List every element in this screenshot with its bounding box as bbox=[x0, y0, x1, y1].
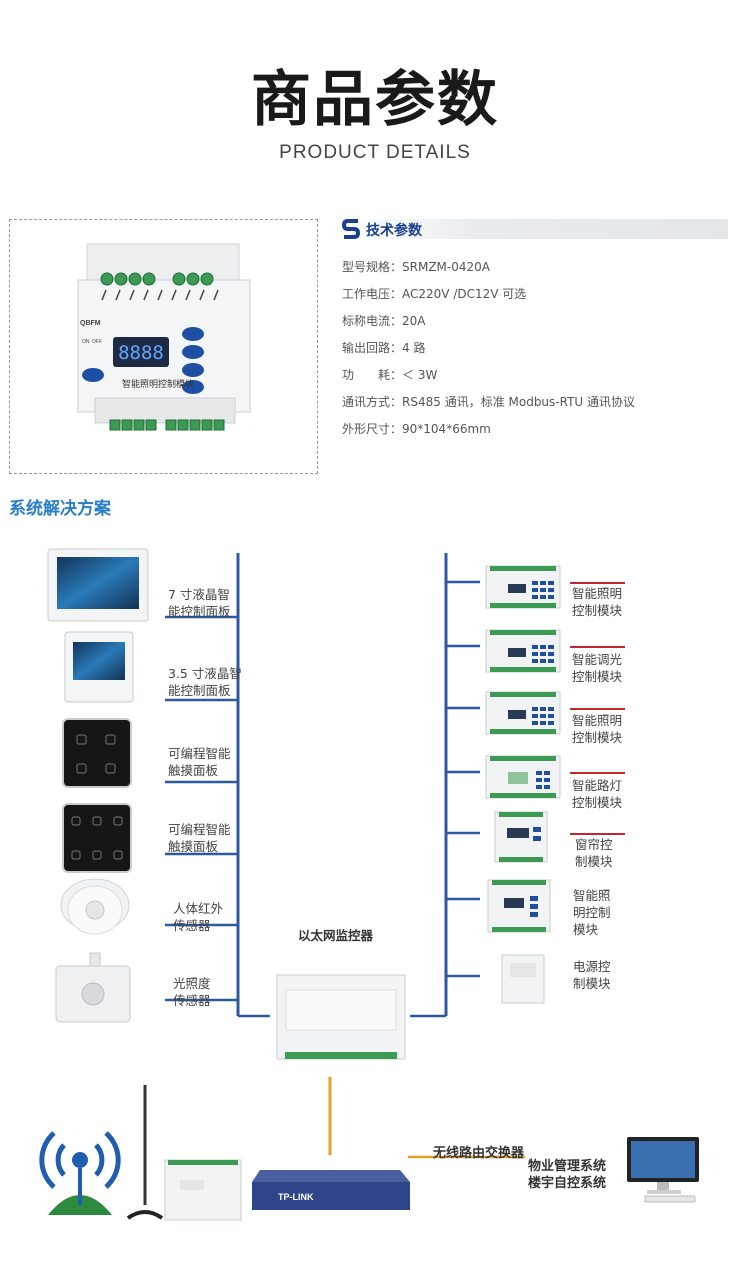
module-label-dimming: 智能调光 控制模块 bbox=[572, 652, 623, 684]
spec-value: 90*104*66mm bbox=[402, 422, 491, 436]
spec-row: 工作电压：AC220V /DC12V 可选 bbox=[342, 285, 526, 302]
red-underline bbox=[570, 708, 625, 710]
spec-row: 输出回路：4 路 bbox=[342, 339, 425, 356]
device-label-touch6: 可编程智能 触摸面板 bbox=[168, 822, 231, 854]
spec-row: 标称电流：20A bbox=[342, 312, 426, 329]
spec-value: RS485 通讯，标准 Modbus-RTU 通讯协议 bbox=[402, 395, 636, 409]
right-module-images bbox=[485, 565, 561, 1004]
switch-brand-label: TP-LINK bbox=[278, 1192, 314, 1202]
lcd-7inch-panel-image bbox=[47, 548, 149, 622]
system-label-property: 物业管理系统 bbox=[528, 1159, 607, 1174]
device-label-lux: 光照度 传感器 bbox=[173, 976, 211, 1008]
module-label-streetlight: 智能路灯 控制模块 bbox=[572, 778, 623, 810]
spec-title: 技术参数 bbox=[366, 223, 422, 239]
spec-value: 20A bbox=[402, 314, 426, 328]
red-underline bbox=[570, 582, 625, 584]
module-label-lighting-3: 智能照 明控制 模块 bbox=[573, 888, 611, 937]
solution-title: 系统解决方案 bbox=[9, 499, 111, 519]
spec-label: 通讯方式： bbox=[342, 395, 403, 409]
spec-value: 4 路 bbox=[402, 341, 426, 355]
spec-label: 标称电流： bbox=[342, 314, 403, 328]
page-subtitle: PRODUCT DETAILS bbox=[279, 142, 471, 163]
spec-value: SRMZM-0420A bbox=[402, 260, 490, 274]
spec-row: 外形尺寸：90*104*66mm bbox=[342, 420, 491, 437]
red-underline bbox=[570, 833, 625, 835]
device-label-touch4: 可编程智能 触摸面板 bbox=[168, 746, 231, 778]
spec-label: 外形尺寸： bbox=[342, 422, 403, 436]
antenna-image bbox=[126, 1085, 164, 1220]
router-label: 无线路由交换器 bbox=[433, 1146, 525, 1161]
red-underline bbox=[570, 772, 625, 774]
lcd-35inch-panel-image bbox=[64, 631, 134, 703]
spec-label: 功 耗： bbox=[342, 368, 403, 382]
page-title: 商品参数 bbox=[251, 65, 499, 135]
wireless-signal-icon bbox=[39, 1131, 121, 1215]
computer-image bbox=[627, 1137, 699, 1203]
spec-label: 工作电压： bbox=[342, 287, 403, 301]
ethernet-controller-image bbox=[276, 974, 406, 1060]
spec-header-bar bbox=[340, 219, 728, 239]
controller-label: 以太网监控器 bbox=[298, 928, 374, 943]
module-label-curtain: 窗帘控 制模块 bbox=[575, 837, 613, 869]
pir-sensor-image bbox=[60, 878, 130, 935]
module-label-lighting-2: 智能照明 控制模块 bbox=[572, 713, 623, 745]
touch-panel-4key-image bbox=[62, 718, 132, 788]
right-bus-branches bbox=[410, 580, 480, 1018]
network-switch-image: TP-LINK bbox=[252, 1170, 410, 1210]
red-underline bbox=[570, 646, 625, 648]
gateway-module-image bbox=[164, 1159, 242, 1221]
spec-value: AC220V /DC12V 可选 bbox=[402, 287, 527, 301]
product-photo-frame bbox=[9, 219, 318, 474]
device-label-lcd35: 3.5 寸液晶智 能控制面板 bbox=[168, 666, 242, 698]
system-label-building: 楼宇自控系统 bbox=[528, 1176, 607, 1191]
device-label-pir: 人体红外 传感器 bbox=[173, 901, 224, 933]
spec-logo-icon bbox=[342, 219, 360, 239]
spec-row: 通讯方式：RS485 通讯，标准 Modbus-RTU 通讯协议 bbox=[342, 393, 635, 410]
lux-sensor-image bbox=[55, 952, 131, 1023]
module-label-lighting-1: 智能照明 控制模块 bbox=[572, 586, 623, 618]
spec-label: 输出回路： bbox=[342, 341, 403, 355]
touch-panel-6key-image bbox=[62, 803, 132, 873]
device-label-lcd7: 7 寸液晶智 能控制面板 bbox=[168, 587, 231, 619]
spec-row: 功 耗：＜ 3W bbox=[342, 366, 437, 383]
spec-row: 型号规格：SRMZM-0420A bbox=[342, 258, 490, 275]
spec-label: 型号规格： bbox=[342, 260, 403, 274]
spec-value: ＜ 3W bbox=[402, 368, 438, 382]
module-label-power: 电源控 制模块 bbox=[573, 959, 611, 991]
